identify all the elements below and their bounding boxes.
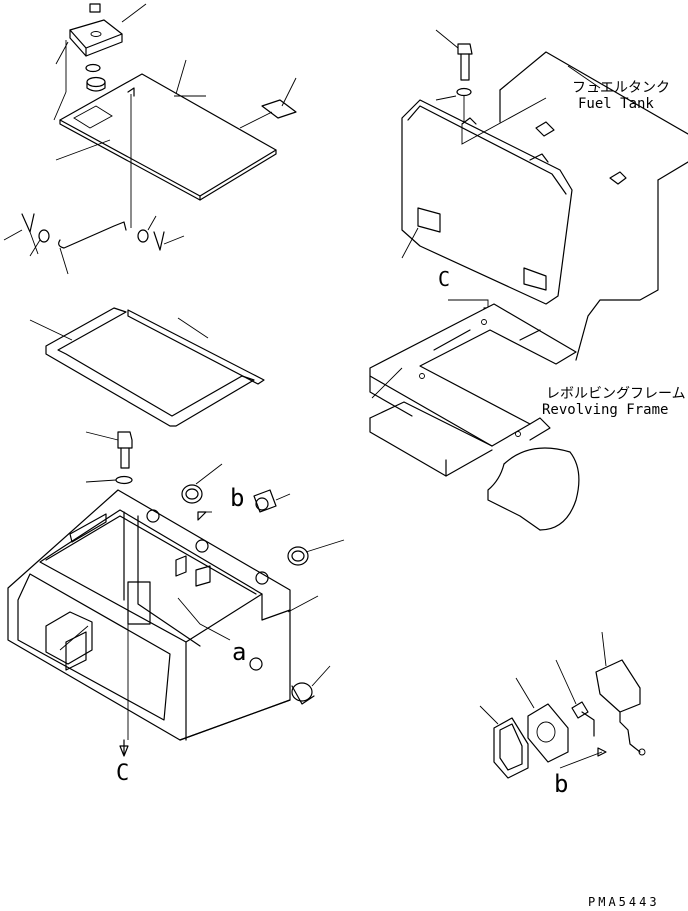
drawing-number: PMA5443	[588, 895, 660, 909]
box-bolt	[85, 431, 133, 485]
storage-box	[7, 489, 291, 741]
ref-b-box-label: b	[230, 484, 244, 512]
lamp-assembly: b	[479, 631, 646, 798]
revolving-frame-label-en: Revolving Frame	[542, 402, 668, 418]
tank-cover	[401, 97, 573, 305]
fuel-tank-label-en: Fuel Tank	[578, 96, 654, 112]
ref-c-bottom-label: C	[116, 761, 129, 786]
ref-a-label: a	[232, 638, 246, 666]
fuel-tank-label-jp: フュエルタンク	[572, 80, 670, 96]
cover-bolt-assembly	[53, 3, 147, 121]
ref-b-lamp-label: b	[554, 770, 568, 798]
seal-frame	[29, 307, 265, 427]
fuel-tank	[499, 51, 688, 361]
rod-pin-set	[3, 94, 185, 275]
fuel-tank-bolt	[435, 29, 473, 124]
ref-c-top-label: C	[438, 267, 450, 291]
grommets	[181, 463, 345, 705]
cover-plate	[55, 59, 297, 201]
revolving-frame	[369, 303, 580, 531]
revolving-frame-label-jp: レボルビングフレーム	[546, 386, 686, 402]
box-reference-marks: a b C	[116, 484, 246, 786]
